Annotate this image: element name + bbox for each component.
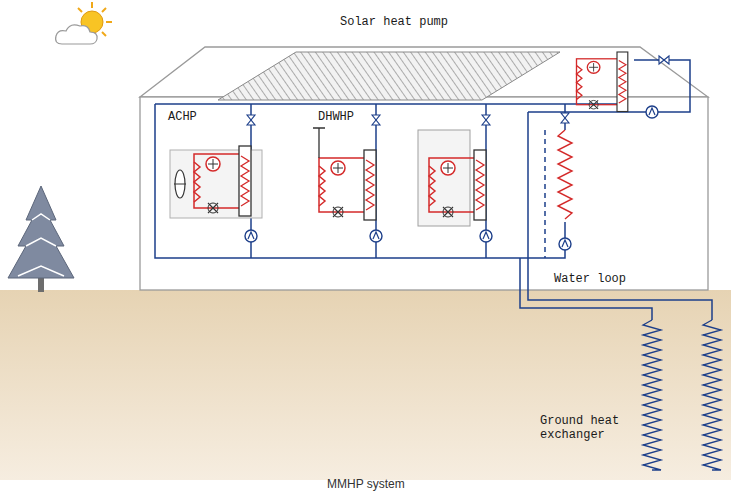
drawing-stroke <box>646 106 658 118</box>
drawing-stroke <box>561 113 569 123</box>
drawing-stroke <box>482 115 490 125</box>
domestic-hot-water-heat-pump <box>313 115 382 242</box>
drawing-stroke <box>577 52 628 112</box>
drawing-stroke <box>313 128 325 158</box>
drawing-stroke <box>245 230 257 242</box>
drawing-stroke <box>429 150 486 220</box>
drawing-stroke <box>18 214 64 276</box>
drawing-stroke <box>174 184 186 185</box>
part-label: Ground heat exchanger <box>540 414 644 442</box>
drawing-stroke <box>175 170 185 198</box>
part-label: DHWHP <box>318 110 354 124</box>
room-heat-pump <box>418 115 492 242</box>
drawing-stroke <box>56 25 98 44</box>
coil-pipe <box>703 320 721 470</box>
drawing-stroke <box>102 32 106 36</box>
drawing-stroke <box>544 130 546 258</box>
drawing-stroke <box>319 150 376 220</box>
ground <box>0 290 731 480</box>
drawing-stroke <box>559 238 571 250</box>
drawing-stroke <box>106 21 112 23</box>
drawing-stroke <box>155 103 620 105</box>
water-loop-pipes <box>155 60 712 320</box>
drawing-stroke <box>91 2 93 8</box>
drawing-stroke <box>659 56 669 64</box>
ground-heat-exchanger <box>643 320 721 470</box>
drawing-stroke <box>247 115 255 125</box>
coil-pipe <box>643 320 661 470</box>
solar-collector <box>218 52 560 100</box>
tree <box>8 186 74 292</box>
drawing-stroke <box>480 230 492 242</box>
part-label: Solar heat pump <box>340 15 448 29</box>
solar-heat-pump-unit <box>577 52 670 118</box>
drawing-stroke <box>194 146 251 216</box>
drawing-stroke <box>372 115 380 125</box>
figure-caption: MMHP system <box>327 477 405 491</box>
drawing-stroke <box>102 8 106 12</box>
sun-cloud <box>56 2 112 44</box>
drawing-stroke <box>8 186 74 278</box>
drawing-stroke <box>78 8 82 12</box>
part-label: Water loop <box>552 272 628 286</box>
drawing-stroke <box>558 130 572 219</box>
drawing-stroke <box>520 258 652 320</box>
radiator <box>558 113 572 250</box>
drawing-stroke <box>528 112 712 320</box>
part-label: ACHP <box>168 110 197 124</box>
drawing-stroke <box>370 230 382 242</box>
house-wall <box>140 97 708 290</box>
air-source-heat-pump <box>170 115 262 242</box>
drawing-stroke <box>155 104 552 258</box>
